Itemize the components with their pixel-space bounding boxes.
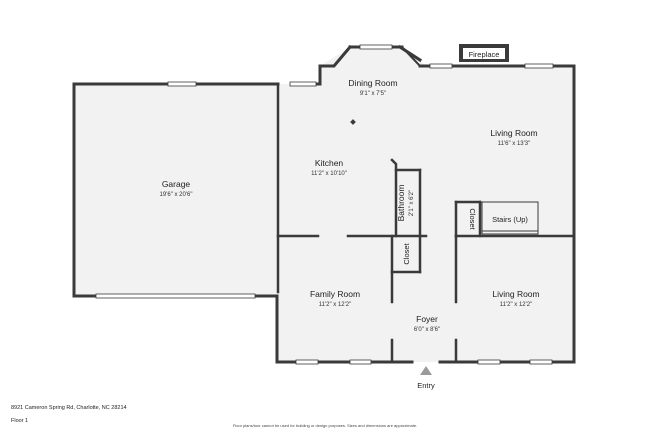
bathroom-name: Bathroom [396, 185, 406, 222]
kitchen-name: Kitchen [315, 158, 344, 168]
dining-room-dims: 9'1" x 7'5" [360, 91, 386, 97]
kitchen-dims: 11'2" x 10'10" [311, 171, 347, 177]
interior-walls [276, 84, 576, 364]
closet-lower-name: Closet [402, 242, 411, 264]
foyer-name: Foyer [416, 314, 438, 324]
living-room-lower-dims: 11'2" x 12'2" [500, 302, 532, 308]
stairs-name: Stairs (Up) [492, 215, 528, 224]
entry-arrow-icon [420, 366, 432, 375]
living-room-upper-dims: 11'6" x 13'3" [498, 141, 530, 147]
stairs-outline [481, 201, 539, 235]
entry-label: Entry [417, 381, 435, 390]
garage-dims: 19'6" x 20'6" [160, 192, 193, 198]
family-room-name: Family Room [310, 289, 360, 299]
kitchen-marker [350, 119, 356, 125]
garage-name: Garage [162, 179, 191, 189]
windows [95, 44, 554, 365]
living-room-lower-name: Living Room [492, 289, 539, 299]
fireplace [459, 44, 509, 62]
family-room-dims: 11'2" x 12'2" [319, 302, 351, 308]
exterior-walls [72, 44, 576, 364]
foyer-dims: 6'0" x 8'6" [414, 327, 440, 333]
floor-label: Floor 1 [11, 418, 29, 424]
fireplace-label: Fireplace [469, 50, 500, 59]
disclaimer-text: Floor plans/tour cannot be used for buil… [232, 423, 418, 428]
closet-upper-name: Closet [468, 208, 477, 230]
address-text: 8921 Cameron Spring Rd, Charlotte, NC 28… [11, 405, 127, 411]
bathroom-dims: 2'1" x 6'2" [409, 190, 415, 216]
living-room-upper-name: Living Room [490, 128, 537, 138]
floor-fill [74, 47, 574, 362]
dining-room-name: Dining Room [348, 78, 397, 88]
